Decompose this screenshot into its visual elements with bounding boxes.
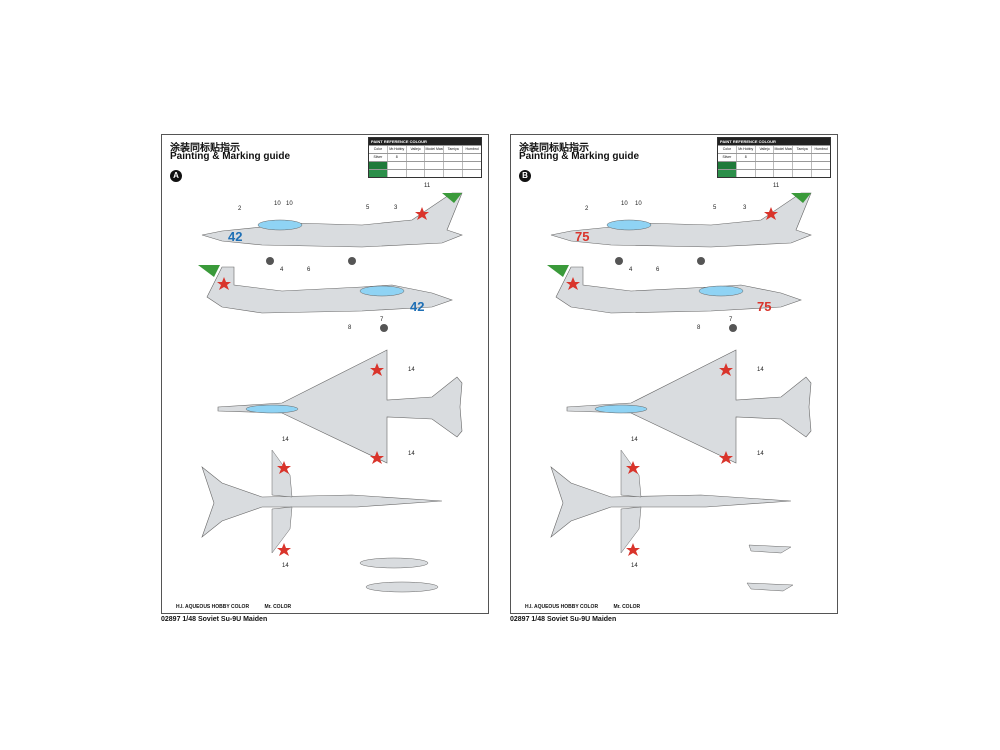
svg-text:14: 14 <box>631 437 638 443</box>
bottom-view <box>201 449 443 556</box>
svg-text:10: 10 <box>635 201 642 207</box>
seat-detail <box>746 544 794 592</box>
svg-text:2: 2 <box>585 206 589 212</box>
svg-text:5: 5 <box>366 205 370 211</box>
sheet-a: 涂装同标贴指示 Painting & Marking guide A PAINT… <box>161 134 489 614</box>
wheel <box>615 257 623 265</box>
svg-text:4: 4 <box>280 267 284 273</box>
paint-table-row <box>718 169 830 177</box>
svg-text:11: 11 <box>773 183 780 189</box>
legend-mr-color: Mr. COLOR <box>264 604 292 610</box>
svg-text:14: 14 <box>757 367 764 373</box>
tail-number: 75 <box>757 299 771 314</box>
legend-hobby: H.I. AQUEOUS HOBBY COLOR <box>525 604 599 610</box>
svg-text:14: 14 <box>282 437 289 443</box>
red-star-icon <box>217 277 231 290</box>
svg-text:6: 6 <box>656 267 660 273</box>
paint-table-columns: Color Mr.Hobby Vallejo Model Master Tami… <box>369 145 481 153</box>
bottom-view <box>550 449 792 556</box>
svg-text:5: 5 <box>713 205 717 211</box>
svg-text:4: 4 <box>629 267 633 273</box>
legend-hobby: H.I. AQUEOUS HOBBY COLOR <box>176 604 250 610</box>
wheel <box>380 324 388 332</box>
sheet-title-en: Painting & Marking guide <box>519 151 640 162</box>
wheel <box>348 257 356 265</box>
svg-text:10: 10 <box>621 201 628 207</box>
side-view-right: 42 <box>198 265 453 332</box>
red-star-icon <box>415 207 429 220</box>
red-star-icon <box>277 543 291 556</box>
top-view <box>217 349 463 464</box>
side-view-left: 75 <box>550 192 812 265</box>
paint-table-row: Silver 8 <box>718 153 830 161</box>
tail-number: 42 <box>228 229 242 244</box>
svg-text:14: 14 <box>408 367 415 373</box>
svg-text:10: 10 <box>286 201 293 207</box>
scheme-badge: A <box>170 170 182 182</box>
paint-reference-table: PAINT REFERENCE COLOUR Color Mr.Hobby Va… <box>717 137 831 178</box>
svg-text:7: 7 <box>729 317 733 323</box>
svg-text:14: 14 <box>282 563 289 569</box>
svg-text:3: 3 <box>743 205 747 211</box>
svg-text:3: 3 <box>394 205 398 211</box>
paint-table-row: Silver 8 <box>369 153 481 161</box>
aircraft-profiles: 75 75 2 <box>547 183 812 592</box>
paint-table-columns: Color Mr.Hobby Vallejo Model Master Tami… <box>718 145 830 153</box>
paint-table-row <box>718 161 830 169</box>
top-view <box>566 349 812 464</box>
wheel <box>266 257 274 265</box>
paint-reference-table: PAINT REFERENCE COLOUR Color Mr.Hobby Va… <box>368 137 482 178</box>
paint-table-row <box>369 169 481 177</box>
svg-text:6: 6 <box>307 267 311 273</box>
tail-number: 75 <box>575 229 589 244</box>
footer-title: 02897 1/48 Soviet Su-9U Maiden <box>510 616 617 623</box>
svg-text:10: 10 <box>274 201 281 207</box>
svg-text:2: 2 <box>238 206 242 212</box>
sheet-title-cn: 涂装同标贴指示 <box>519 143 589 154</box>
drop-tank <box>365 581 439 593</box>
svg-text:7: 7 <box>380 317 384 323</box>
side-view-right: 75 <box>547 265 802 332</box>
scheme-badge: B <box>519 170 531 182</box>
svg-text:14: 14 <box>408 451 415 457</box>
red-star-icon <box>566 277 580 290</box>
side-view-left: 42 <box>201 192 463 265</box>
red-star-icon <box>370 363 384 376</box>
svg-text:8: 8 <box>348 325 352 331</box>
sheet-title-en: Painting & Marking guide <box>170 151 291 162</box>
tail-number: 42 <box>410 299 424 314</box>
svg-text:11: 11 <box>424 183 431 189</box>
drop-tank <box>359 557 429 569</box>
sheet-title-cn: 涂装同标贴指示 <box>170 143 240 154</box>
red-star-icon <box>277 461 291 474</box>
svg-text:14: 14 <box>757 451 764 457</box>
paint-table-header: PAINT REFERENCE COLOUR <box>369 138 481 145</box>
red-star-icon <box>370 451 384 464</box>
wheel <box>729 324 737 332</box>
aircraft-profiles: 42 42 <box>198 183 463 593</box>
paint-table-header: PAINT REFERENCE COLOUR <box>718 138 830 145</box>
wheel <box>697 257 705 265</box>
red-star-icon <box>626 461 640 474</box>
svg-text:14: 14 <box>631 563 638 569</box>
red-star-icon <box>764 207 778 220</box>
legend-mr-color: Mr. COLOR <box>613 604 641 610</box>
red-star-icon <box>719 363 733 376</box>
color-legend: H.I. AQUEOUS HOBBY COLOR Mr. COLOR <box>176 604 305 610</box>
svg-text:8: 8 <box>697 325 701 331</box>
paint-table-row <box>369 161 481 169</box>
color-legend: H.I. AQUEOUS HOBBY COLOR Mr. COLOR <box>525 604 654 610</box>
footer-title: 02897 1/48 Soviet Su-9U Maiden <box>161 616 268 623</box>
red-star-icon <box>719 451 733 464</box>
sheet-b: 涂装同标贴指示 Painting & Marking guide B PAINT… <box>510 134 838 614</box>
red-star-icon <box>626 543 640 556</box>
